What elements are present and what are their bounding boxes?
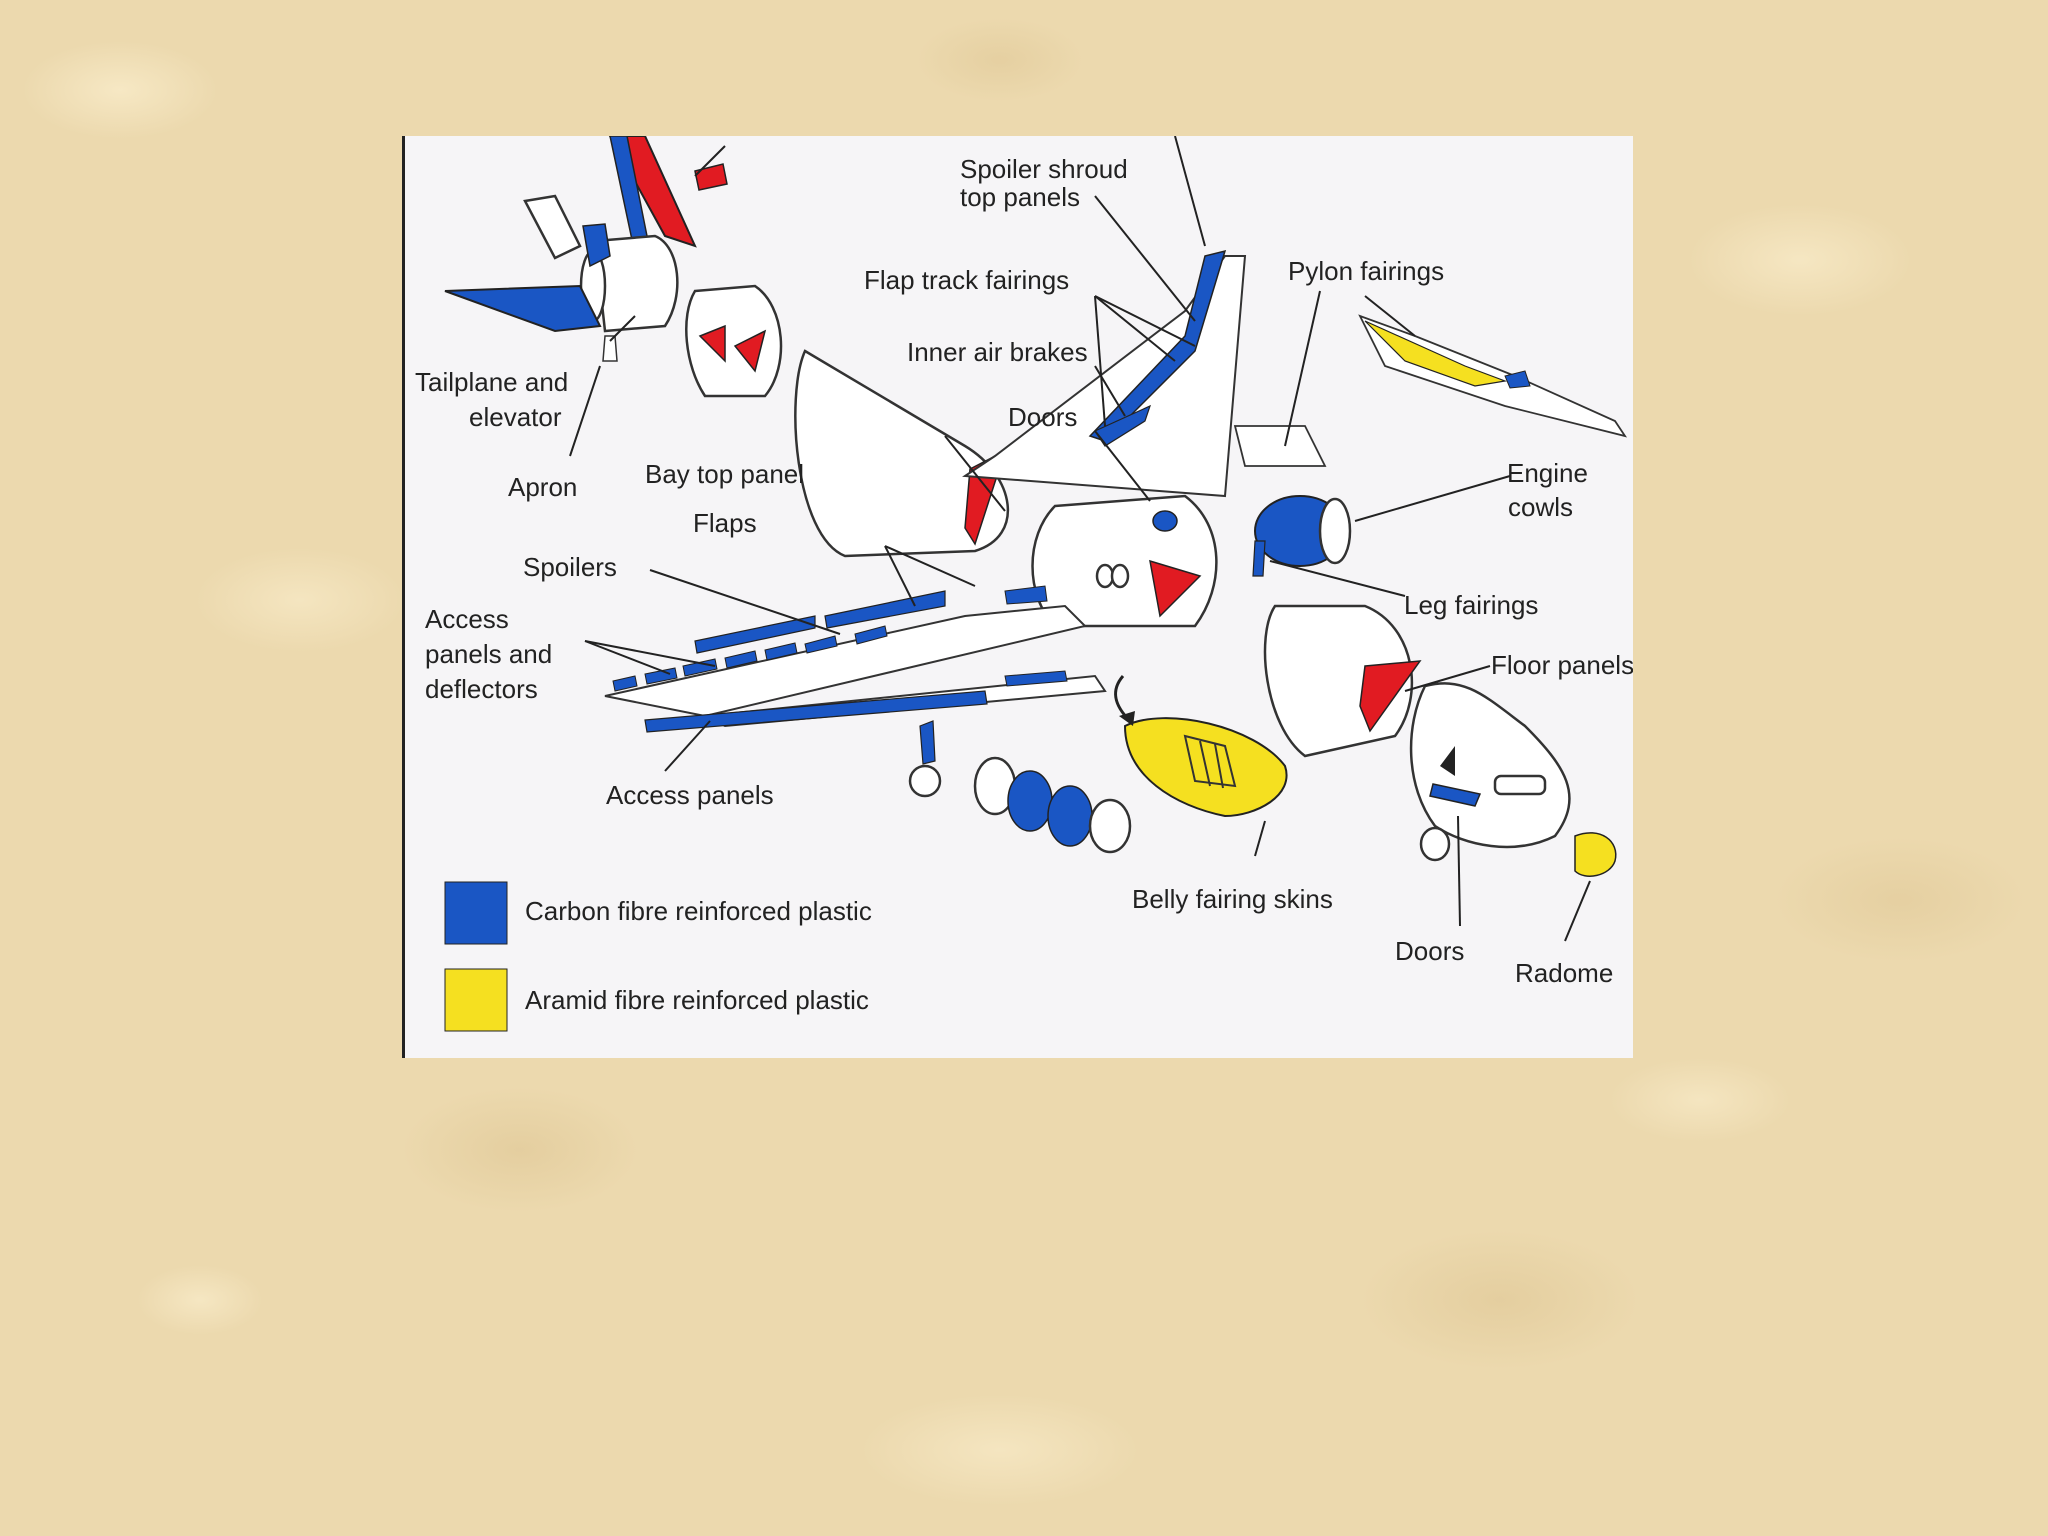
label-access-panels: Access panels (606, 780, 774, 810)
label-apron: Apron (508, 472, 577, 502)
label-belly-fairing-skins: Belly fairing skins (1132, 884, 1333, 914)
label-doors-upper: Doors (1008, 402, 1077, 432)
legend-label-carbon: Carbon fibre reinforced plastic (525, 896, 872, 926)
label-radome: Radome (1515, 958, 1613, 988)
wing-right-upper (962, 249, 1247, 498)
aircraft-composite-diagram: Spoiler shroud top panels Flap track fai… (402, 136, 1633, 1058)
label-inner-air-brakes: Inner air brakes (907, 337, 1088, 367)
tailplane-elevator (444, 284, 602, 333)
tail-section (579, 223, 679, 333)
wing-outer (604, 585, 1107, 733)
pylon-fairings-part (1358, 314, 1628, 438)
label-spoiler-shroud-1: Spoiler shroud (960, 154, 1128, 184)
label-flaps: Flaps (693, 508, 757, 538)
label-leg-fairings: Leg fairings (1404, 590, 1538, 620)
label-engine-cowls-1: Engine (1507, 458, 1588, 488)
label-floor-panels: Floor panels (1491, 650, 1633, 680)
main-gear (908, 720, 942, 798)
apron-parts (602, 335, 618, 362)
legend-swatch-aramid (444, 968, 508, 1032)
label-pylon-fairings: Pylon fairings (1288, 256, 1444, 286)
legend-swatch-carbon (444, 881, 508, 945)
leg-fairing-part (1252, 540, 1266, 577)
label-access-panels-deflectors-2: panels and (425, 639, 552, 669)
label-tailplane-1: Tailplane and (415, 367, 568, 397)
fuselage-center (794, 349, 1010, 558)
label-engine-cowls-2: cowls (1508, 492, 1573, 522)
label-bay-top-panel: Bay top panel (645, 459, 804, 489)
pylon-fairing-part (1233, 425, 1327, 467)
engine-nacelle-exploded (973, 756, 1132, 854)
diagram-svg: Spoiler shroud top panels Flap track fai… (415, 136, 1633, 1032)
label-doors-lower: Doors (1395, 936, 1464, 966)
leader-lines (569, 136, 1591, 942)
belly-arrow-head (1119, 711, 1135, 726)
label-access-panels-deflectors-3: deflectors (425, 674, 538, 704)
legend-label-aramid: Aramid fibre reinforced plastic (525, 985, 869, 1015)
fuselage-wing-box (1031, 494, 1218, 628)
label-spoilers: Spoilers (523, 552, 617, 582)
tail-small-panel (694, 163, 728, 191)
rear-fuselage-segment (685, 284, 783, 398)
radome-part (1574, 832, 1617, 877)
fuselage-forward (1263, 604, 1422, 758)
belly-fairing (1123, 717, 1288, 818)
legend: Carbon fibre reinforced plastic Aramid f… (444, 881, 872, 1032)
label-access-panels-deflectors-1: Access (425, 604, 509, 634)
engine-cowl (1254, 495, 1352, 567)
label-flap-track-fairings: Flap track fairings (864, 265, 1069, 295)
nose-gear-wheel (1419, 826, 1451, 862)
label-spoiler-shroud-2: top panels (960, 182, 1080, 212)
label-tailplane-2: elevator (469, 402, 562, 432)
tail-fin (608, 136, 697, 255)
nose-section (1409, 682, 1571, 849)
tail-cone (523, 194, 582, 260)
